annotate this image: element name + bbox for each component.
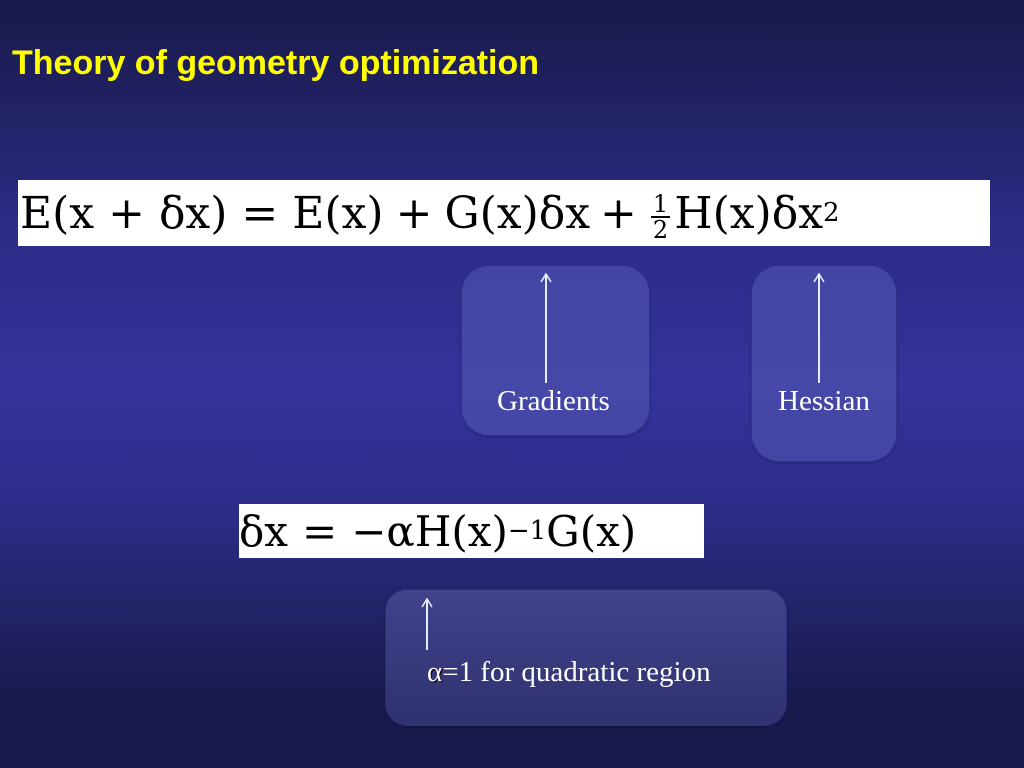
eq-equals: = bbox=[301, 506, 338, 556]
hessian-callout bbox=[751, 265, 897, 462]
arrow-up-icon bbox=[813, 273, 825, 383]
arrow-up-icon bbox=[421, 598, 433, 650]
newton-step-equation: δx = −αH(x)−1 G(x) bbox=[239, 504, 704, 558]
arrow-up-icon bbox=[540, 273, 552, 383]
eq-equals: = bbox=[241, 187, 279, 239]
alpha-callout bbox=[385, 589, 787, 726]
hessian-label: Hessian bbox=[778, 385, 870, 417]
eq-term-hessian: H(x)δx bbox=[674, 187, 824, 239]
eq-lhs: δx bbox=[239, 506, 288, 556]
gradients-label: Gradients bbox=[497, 385, 610, 417]
eq-lhs: E(x + δx) bbox=[20, 187, 228, 239]
slide-title: Theory of geometry optimization bbox=[12, 44, 540, 82]
eq-rhs-suffix: G(x) bbox=[546, 506, 637, 556]
alpha-description: =1 for quadratic region bbox=[442, 656, 711, 688]
alpha-label: α=1 for quadratic region bbox=[427, 656, 711, 689]
eq-plus: + bbox=[600, 187, 637, 239]
alpha-symbol: α bbox=[427, 656, 443, 688]
gradients-callout bbox=[461, 265, 650, 436]
eq-term-gradient: G(x)δx bbox=[444, 187, 591, 239]
eq-rhs-prefix: −αH(x) bbox=[351, 506, 508, 556]
eq-plus: + bbox=[395, 187, 433, 239]
eq-term-energy: E(x) bbox=[292, 187, 384, 239]
fraction-one-half: 1 2 bbox=[650, 190, 671, 244]
